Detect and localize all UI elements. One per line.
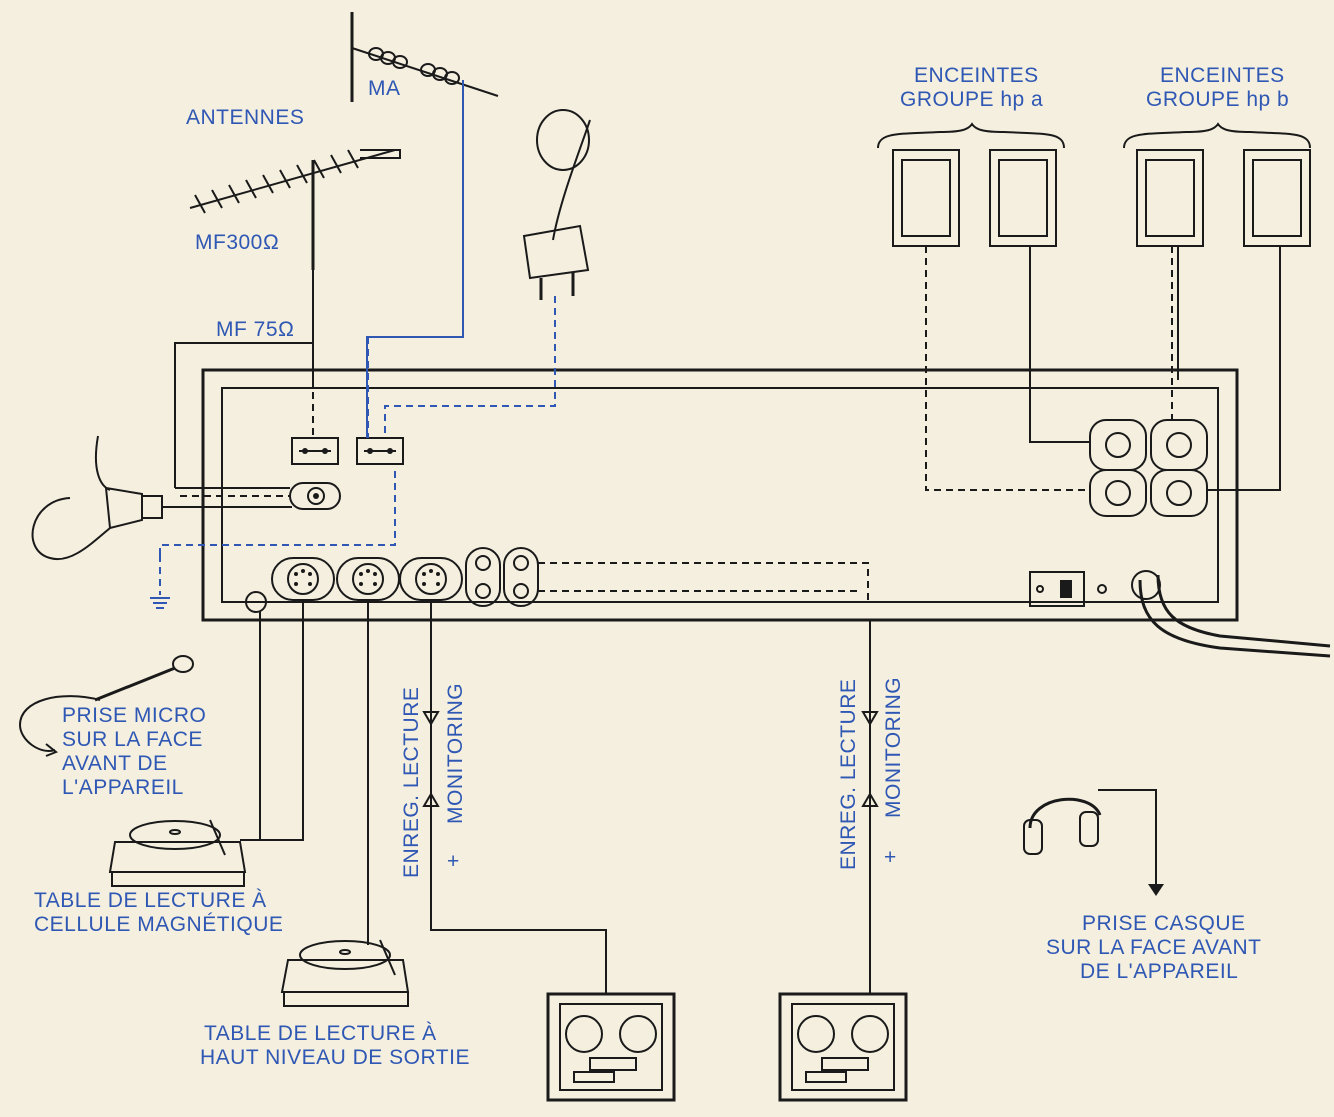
- mains-plug-icon: [522, 109, 591, 300]
- speaker-group-b: [1123, 122, 1311, 247]
- din-socket-aux: [336, 557, 400, 601]
- label-turntable-mag-line1: TABLE DE LECTURE À: [34, 889, 267, 912]
- fm-antenna-icon: [189, 149, 401, 270]
- voltage-selector: [1029, 571, 1107, 607]
- label-mf75: MF 75Ω: [216, 318, 295, 341]
- label-turntable-high-line2: HAUT NIVEAU DE SORTIE: [200, 1046, 470, 1069]
- tape-deck-2-icon: [778, 992, 908, 1102]
- label-tape2-enreg: ENREG. LECTURE: [837, 679, 860, 870]
- label-micro-line3: AVANT DE: [62, 752, 168, 775]
- label-casque-line2: SUR LA FACE AVANT: [1046, 936, 1261, 959]
- label-enceintes-b-line1: ENCEINTES: [1160, 64, 1285, 87]
- label-micro-line2: SUR LA FACE: [62, 728, 203, 751]
- tape-deck-1-icon: [546, 992, 676, 1102]
- label-tape1-monitoring: MONITORING: [444, 683, 467, 824]
- label-turntable-mag-line2: CELLULE MAGNÉTIQUE: [34, 913, 283, 936]
- din-socket-phono: [271, 557, 335, 601]
- label-enceintes-b-line2: GROUPE hp b: [1146, 88, 1289, 111]
- label-casque-line1: PRISE CASQUE: [1082, 912, 1246, 935]
- receiver-rear-panel: [201, 368, 1239, 622]
- label-turntable-high-line1: TABLE DE LECTURE À: [204, 1022, 437, 1045]
- label-casque-line3: DE L'APPAREIL: [1080, 960, 1238, 983]
- microphone-icon: [18, 655, 194, 757]
- turntable-high-level-icon: [280, 939, 410, 1007]
- turntable-magnetic-icon: [108, 819, 247, 887]
- label-enceintes-a-line2: GROUPE hp a: [900, 88, 1043, 111]
- label-mf300: MF300Ω: [195, 231, 280, 254]
- ground-terminal: [245, 591, 267, 613]
- ground-icon: [150, 555, 170, 609]
- power-cord: [1131, 570, 1331, 658]
- label-tape1-enreg: ENREG. LECTURE: [400, 687, 423, 878]
- label-micro-line1: PRISE MICRO: [62, 704, 206, 727]
- am-antenna-icon: [350, 12, 499, 102]
- label-enceintes-a-line1: ENCEINTES: [914, 64, 1039, 87]
- label-tape2-monitoring: MONITORING: [882, 677, 905, 818]
- label-tape2-plus: +: [884, 846, 897, 869]
- label-ma: MA: [368, 77, 401, 100]
- fm75-coax-socket: [289, 482, 341, 510]
- headphones-icon: [1023, 789, 1164, 896]
- coax-plug-icon: [31, 435, 292, 561]
- label-micro-line4: L'APPAREIL: [62, 776, 184, 799]
- speaker-terminals: [1089, 419, 1208, 517]
- label-antennes: ANTENNES: [186, 106, 304, 129]
- antenna-terminal-fm: [291, 437, 339, 465]
- antenna-terminal-am: [356, 437, 404, 465]
- rca-tape-jacks: [465, 547, 539, 607]
- label-tape1-plus: +: [447, 850, 460, 873]
- speaker-group-a: [877, 122, 1065, 247]
- din-socket-tape: [399, 557, 463, 601]
